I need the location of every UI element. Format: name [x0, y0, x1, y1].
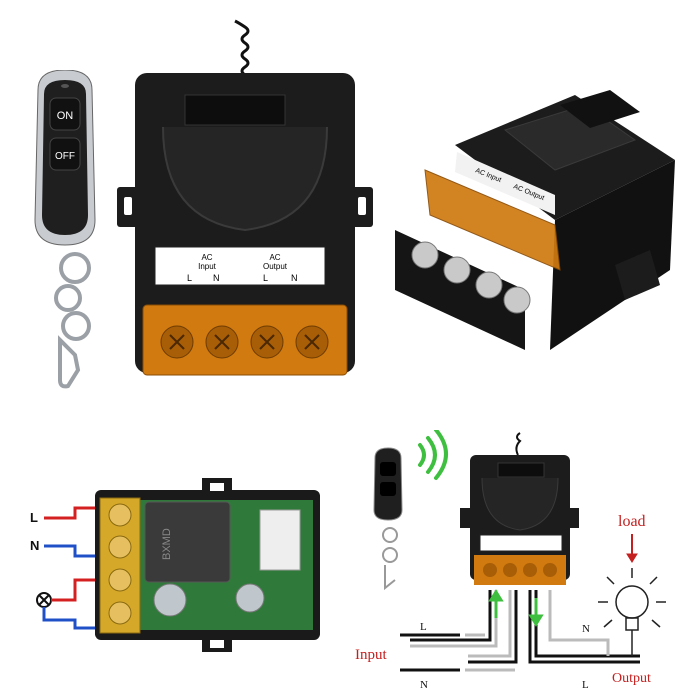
terminal-cover: [142, 304, 348, 376]
antenna-icon: [234, 19, 250, 77]
input-l-label: L: [420, 621, 427, 633]
output-label: Output: [612, 671, 651, 686]
l-wire-label: L: [30, 510, 38, 525]
terminal-label-strip: [455, 152, 555, 215]
terminal-label-strip: [154, 246, 326, 286]
input-label: Input: [355, 647, 387, 663]
screw-icon: [475, 271, 503, 299]
load-label: load: [618, 513, 646, 530]
wiring-diagram: L Input N N L Output load: [350, 430, 700, 700]
output-l-label: L: [582, 679, 589, 691]
screw-icon: [108, 535, 132, 559]
screw-icon: [108, 601, 132, 625]
screw-icon: [108, 503, 132, 527]
screw-icon: [108, 568, 132, 592]
light-bulb-icon: [598, 568, 666, 656]
on-button: [49, 97, 81, 131]
n-wire-label: N: [30, 538, 39, 553]
screw-icon: [411, 241, 439, 269]
input-n-label: N: [420, 679, 428, 691]
relay: [144, 501, 231, 583]
terminal-label-l1: L: [187, 273, 192, 283]
relay-text: BXMD: [161, 528, 173, 560]
wireless-signal-icon: [418, 430, 448, 480]
terminal-label-n1: N: [213, 273, 220, 283]
remote-photo: ON OFF: [20, 70, 120, 400]
output-n-label: N: [582, 623, 590, 635]
terminal-label-n2: N: [291, 273, 298, 283]
pcb-wiring-photo: L N BXMD: [20, 470, 320, 670]
terminal-cover: [424, 169, 561, 271]
screw-icon: [503, 286, 531, 314]
receiver-angled-photo: AC Input AC Output: [385, 90, 685, 370]
terminal-label-l2: L: [263, 273, 268, 283]
screw-icon: [443, 256, 471, 284]
key-ring-icon: [59, 252, 91, 284]
off-button: [49, 137, 81, 171]
off-label: OFF: [55, 151, 75, 162]
on-label: ON: [57, 110, 74, 122]
